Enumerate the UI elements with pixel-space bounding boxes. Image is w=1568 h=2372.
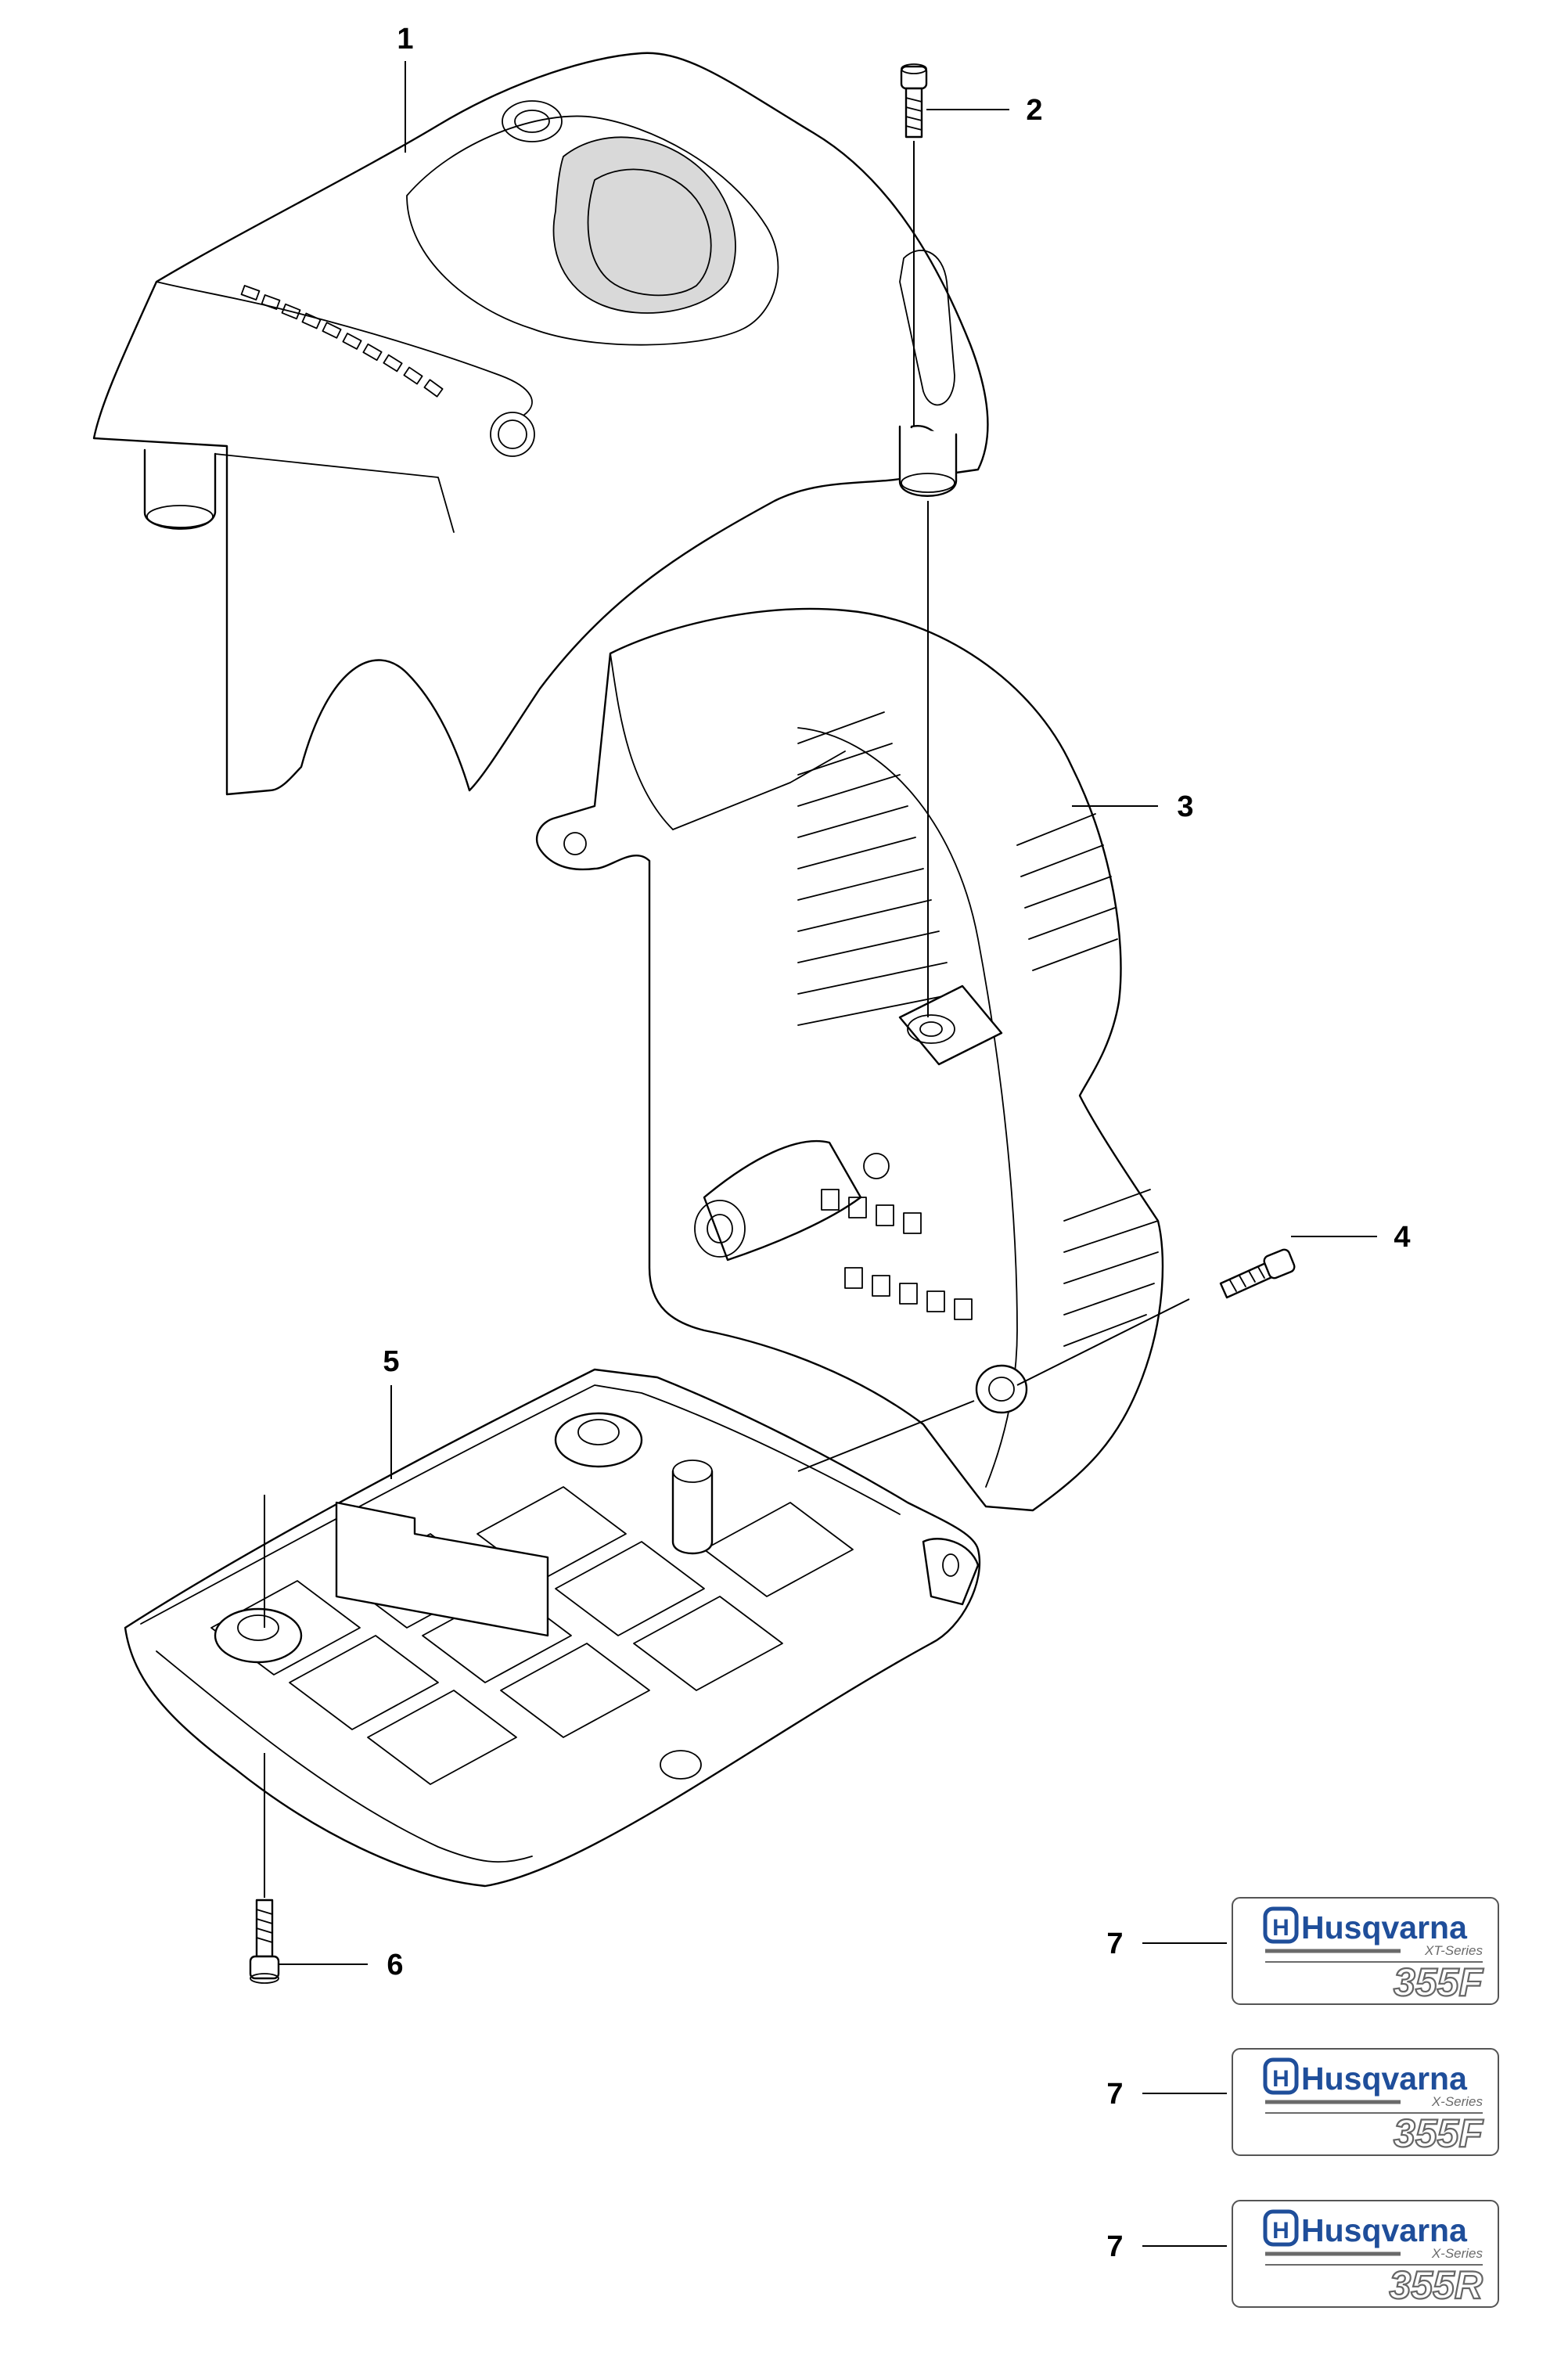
callout-7a: 7 (1106, 1927, 1123, 1960)
part-6-screw[interactable] (249, 1899, 280, 1984)
part-3-cylinder-cover[interactable] (535, 607, 1164, 1512)
assembly-lines (264, 141, 1190, 1898)
decal-series: X-Series (1431, 2246, 1483, 2261)
part-1-top-cover[interactable] (92, 52, 989, 796)
callout-7c: 7 (1106, 2230, 1123, 2263)
decal-series: XT-Series (1424, 1943, 1483, 1958)
decal-2[interactable]: H Husqvarna X-Series 355F (1232, 2048, 1499, 2156)
husqvarna-crown-logo-icon: H (1263, 1906, 1299, 1944)
part-2-screw[interactable] (900, 63, 928, 139)
decal-brand: Husqvarna (1301, 2061, 1468, 2097)
decal-model: 355F (1394, 2111, 1483, 2155)
callout-5: 5 (383, 1345, 399, 1378)
svg-text:H: H (1272, 2066, 1289, 2092)
part-4-screw[interactable] (1219, 1248, 1296, 1299)
decal-1[interactable]: H Husqvarna XT-Series 355F (1232, 1897, 1499, 2005)
callout-2: 2 (1026, 94, 1042, 127)
decal-brand: Husqvarna (1301, 1909, 1468, 1945)
husqvarna-crown-logo-icon: H (1263, 2057, 1299, 2095)
decal-brand: Husqvarna (1301, 2212, 1468, 2248)
callout-leaders (279, 61, 1377, 2247)
svg-text:H: H (1272, 1915, 1289, 1941)
decal-series: X-Series (1431, 2094, 1483, 2109)
callout-1: 1 (397, 23, 413, 56)
part-5-base-plate[interactable] (124, 1368, 981, 1888)
decal-3[interactable]: H Husqvarna X-Series 355R (1232, 2200, 1499, 2308)
callout-3: 3 (1177, 790, 1193, 823)
decal-model: 355R (1389, 2263, 1483, 2307)
callout-4: 4 (1394, 1221, 1410, 1254)
svg-text:H: H (1272, 2218, 1289, 2244)
husqvarna-crown-logo-icon: H (1263, 2209, 1299, 2247)
decal-model: 355F (1394, 1960, 1483, 2004)
callout-labels: 1 2 3 4 5 6 7 7 7 (383, 23, 1410, 2263)
callout-7b: 7 (1106, 2078, 1123, 2111)
callout-6: 6 (387, 1949, 403, 1981)
